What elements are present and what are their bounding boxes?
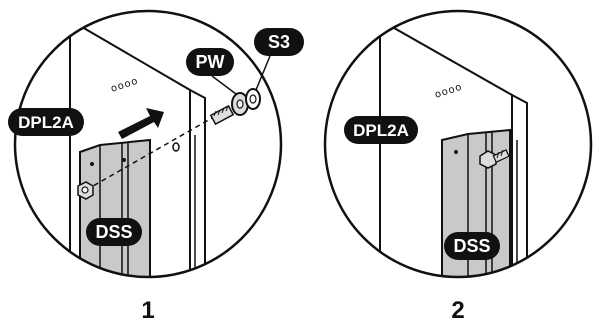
label-dss-1: DSS — [86, 218, 142, 246]
stand-profile — [79, 138, 151, 277]
fastened-bolt — [479, 149, 510, 169]
step-2-illustration: oooo DPL2A DSS 2 — [323, 9, 593, 324]
screw — [209, 104, 235, 126]
panel-flange — [511, 93, 528, 277]
step-1-illustration: oooo DPL2A DSS PW S3 1 — [8, 9, 304, 324]
svg-text:DPL2A: DPL2A — [18, 113, 74, 132]
step-number-2: 2 — [451, 297, 464, 324]
svg-text:DSS: DSS — [95, 222, 132, 242]
step-2-frame — [323, 9, 593, 279]
svg-text:DPL2A: DPL2A — [353, 121, 409, 140]
label-dpl2a-1: DPL2A — [8, 108, 84, 136]
svg-text:PW: PW — [196, 52, 225, 72]
insert-arrow — [118, 108, 164, 139]
step-number-1: 1 — [141, 297, 154, 324]
panel-hole — [172, 142, 180, 152]
label-dss-2: DSS — [444, 232, 500, 260]
label-s3: S3 — [254, 28, 304, 91]
label-dpl2a-2: DPL2A — [344, 116, 418, 144]
panel-flange — [189, 88, 206, 277]
alignment-line — [85, 117, 213, 191]
svg-text:S3: S3 — [268, 32, 290, 52]
svg-text:DSS: DSS — [453, 236, 490, 256]
label-pw: PW — [186, 48, 237, 95]
step-1-frame — [13, 9, 283, 279]
